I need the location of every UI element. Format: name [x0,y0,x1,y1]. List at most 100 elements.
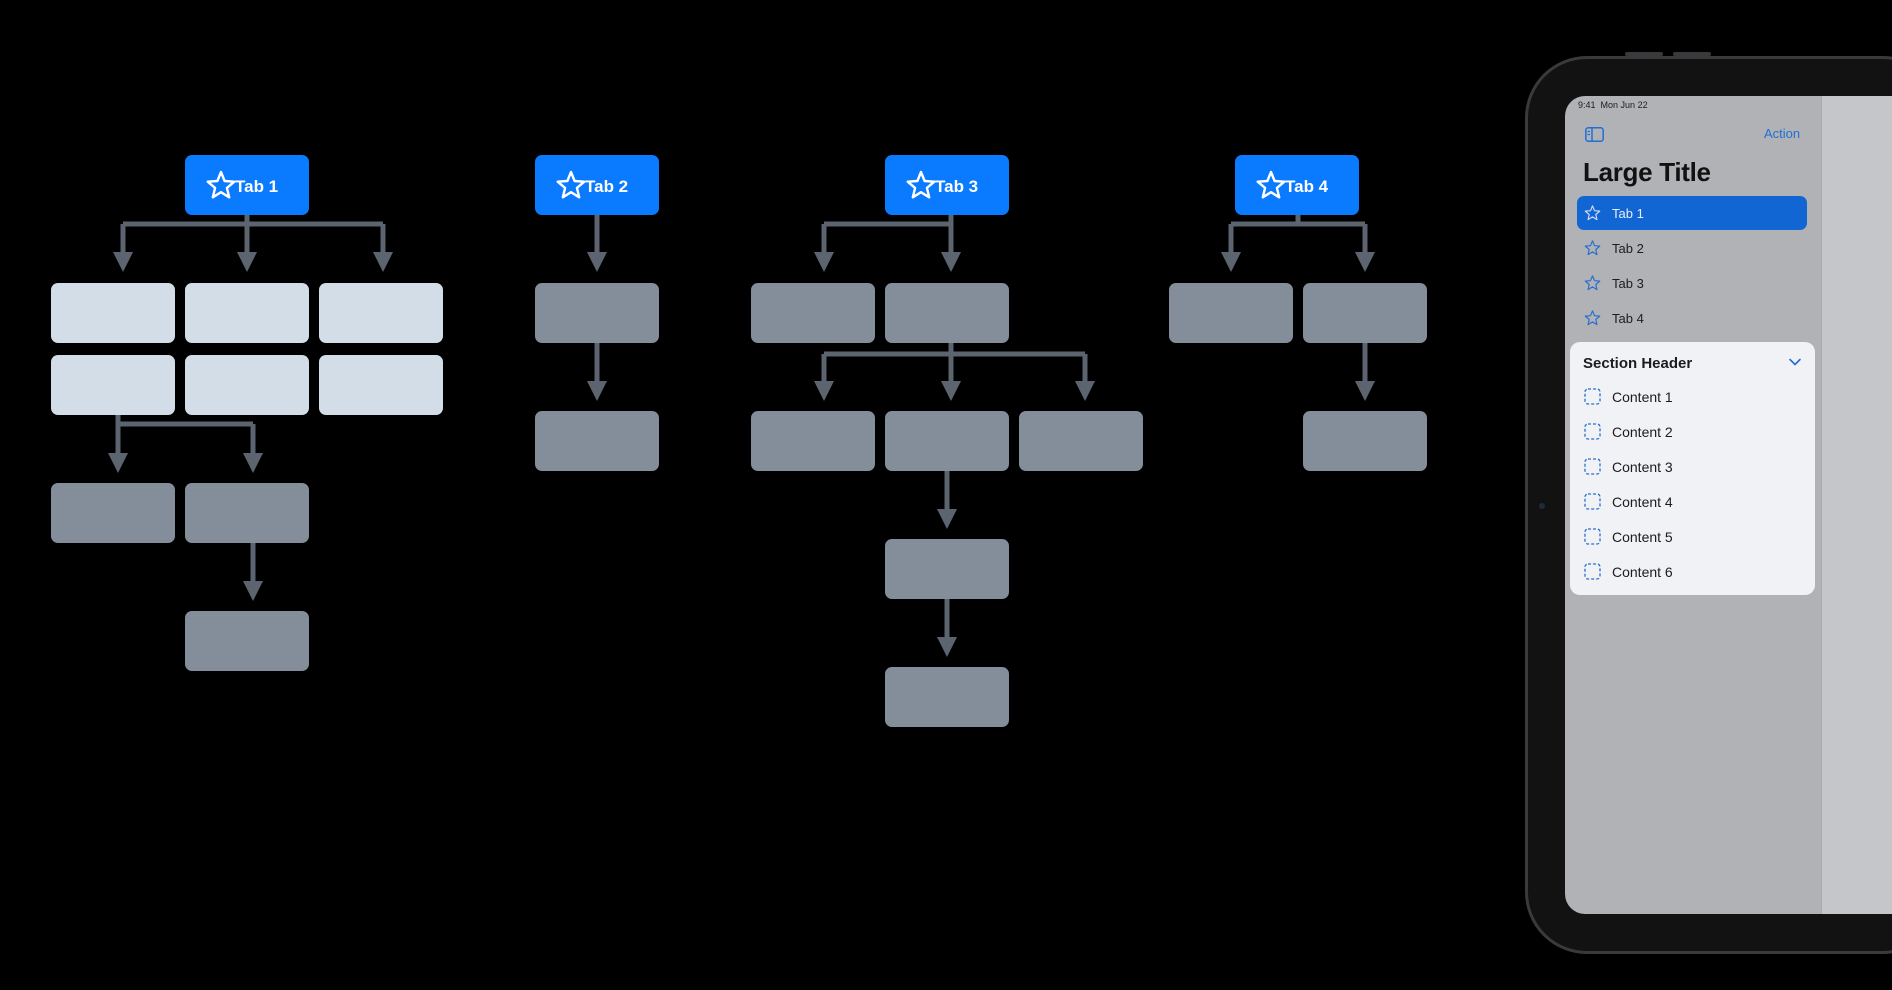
content-item-label: Content 5 [1612,529,1673,545]
arrowhead [587,252,607,272]
star-icon [1584,240,1601,256]
star-icon [556,170,586,199]
boxes [51,283,1427,727]
tab-background [1235,155,1359,215]
arrowhead [1221,252,1241,272]
connectors [108,215,1375,657]
content-item[interactable]: Content 6 [1570,553,1815,587]
content-item-label: Content 2 [1612,424,1673,440]
content-item-label: Content 4 [1612,494,1673,510]
screen-box [185,611,309,671]
star-icon [1584,310,1601,326]
arrowhead [941,381,961,401]
camera-icon [1539,503,1545,509]
content-item[interactable]: Content 5 [1570,518,1815,552]
arrowhead [937,637,957,657]
sidebar-item-tab-4[interactable]: Tab 4 [1577,301,1807,335]
highlighted-screen-box [319,355,443,415]
tab-3-button: Tab 3 [885,155,1009,215]
arrowhead [373,252,393,272]
content-item[interactable]: Content 2 [1570,413,1815,447]
arrowhead [1355,252,1375,272]
arrowhead [941,252,961,272]
dashed-square-icon [1584,423,1601,440]
arrowhead [113,252,133,272]
status-date: Mon Jun 22 [1600,100,1648,110]
content-item[interactable]: Content 1 [1570,378,1815,412]
dashed-square-icon [1584,388,1601,405]
star-icon [906,170,936,199]
dashed-square-icon [1584,458,1601,475]
screen-box [1303,411,1427,471]
status-bar: 9:41 Mon Jun 22 [1578,100,1648,110]
star-icon [1584,275,1601,291]
section-card: Section Header Content 1 Content 2 Content… [1570,342,1815,595]
tabs: Tab 1 Tab 2 Tab 3 Tab 4 [185,155,1359,215]
tab-1-button: Tab 1 [185,155,309,215]
screen-box [535,411,659,471]
arrowhead [108,453,128,473]
tab-label: Tab 2 [585,177,628,196]
arrowhead [587,381,607,401]
dashed-square-icon [1584,563,1601,580]
highlighted-screen-box [51,355,175,415]
screen-box [185,483,309,543]
screen-box [1303,283,1427,343]
screen-box [535,283,659,343]
screen-box [885,667,1009,727]
tab-4-button: Tab 4 [1235,155,1359,215]
volume-button [1673,52,1711,56]
arrowhead [1075,381,1095,401]
ipad-screen: 9:41 Mon Jun 22 Action Large Title Tab 1… [1565,96,1892,914]
screen-box [1169,283,1293,343]
tab-background [185,155,309,215]
section-header[interactable]: Section Header [1583,355,1693,372]
star-icon [1256,170,1286,199]
status-time: 9:41 [1578,100,1596,110]
tab-2-button: Tab 2 [535,155,659,215]
highlighted-screen-box [51,283,175,343]
tab-label: Tab 4 [1285,177,1329,196]
tab-background [885,155,1009,215]
highlighted-screen-box [185,283,309,343]
highlighted-screen-box [319,283,443,343]
sidebar-item-label: Tab 4 [1612,311,1644,326]
screen-box [751,411,875,471]
screen-box [1019,411,1143,471]
sidebar-item-tab-2[interactable]: Tab 2 [1577,231,1807,265]
sidebar-item-label: Tab 1 [1612,206,1644,221]
arrowhead [814,252,834,272]
screen-box [885,411,1009,471]
sidebar-item-tab-3[interactable]: Tab 3 [1577,266,1807,300]
content-item-label: Content 6 [1612,564,1673,580]
screen-box [885,283,1009,343]
sidebar-toggle-icon[interactable] [1585,127,1604,142]
sidebar-item-label: Tab 2 [1612,241,1644,256]
sidebar-item-tab-1[interactable]: Tab 1 [1577,196,1807,230]
action-button[interactable]: Action [1764,126,1801,141]
arrowhead [1355,381,1375,401]
content-item-label: Content 3 [1612,459,1673,475]
volume-button [1625,52,1663,56]
content-item[interactable]: Content 3 [1570,448,1815,482]
sidebar-item-label: Tab 3 [1612,276,1644,291]
screen-box [885,539,1009,599]
dashed-square-icon [1584,528,1601,545]
star-icon [206,170,236,199]
arrowhead [237,252,257,272]
tab-label: Tab 3 [935,177,978,196]
chevron-down-icon[interactable] [1788,357,1802,367]
screen-box [51,483,175,543]
dashed-square-icon [1584,493,1601,510]
arrowhead [243,581,263,601]
tab-label: Tab 1 [235,177,278,196]
content-item-label: Content 1 [1612,389,1673,405]
tab-background [535,155,659,215]
arrowhead [937,509,957,529]
screen-box [751,283,875,343]
page-title: Large Title [1583,157,1711,187]
star-icon [1584,205,1601,221]
highlighted-screen-box [185,355,309,415]
detail-pane [1821,96,1892,914]
content-item[interactable]: Content 4 [1570,483,1815,517]
